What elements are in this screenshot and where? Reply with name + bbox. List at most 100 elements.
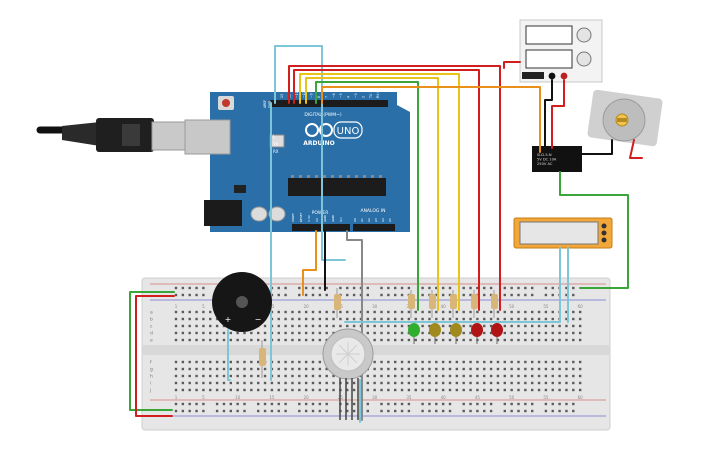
column-number: 30 — [372, 395, 378, 400]
dc-motor — [584, 88, 664, 148]
tx-led-label: TX — [272, 142, 278, 147]
row-letter: d — [150, 331, 153, 337]
digital-pin-label: 4 — [347, 96, 351, 98]
wire-yellow-2 — [305, 77, 439, 311]
analog-pin-label: A4 — [381, 218, 385, 222]
column-number: 60 — [578, 395, 584, 400]
row-letter: e — [150, 339, 153, 344]
column-number: 40 — [441, 304, 447, 309]
resistors — [259, 288, 498, 378]
wire-black-supply — [544, 79, 553, 149]
digital-header — [270, 100, 388, 107]
rx-led-label: RX — [273, 149, 279, 154]
digital-pin-label: 8 — [317, 96, 321, 98]
dc-power-supply — [519, 19, 603, 83]
wire-red-left — [135, 295, 175, 417]
column-number: 5 — [202, 304, 205, 309]
column-number: 20 — [304, 395, 310, 400]
wire-green-relay — [559, 171, 629, 289]
gas-sensor — [322, 328, 374, 420]
digital-label: DIGITAL (PWM~) — [304, 112, 342, 118]
wires — [129, 45, 643, 423]
wire-red-2 — [293, 69, 480, 311]
column-number: 45 — [475, 395, 481, 400]
breadboard-holes — [174, 310, 582, 392]
row-letter: b — [150, 317, 153, 323]
column-number: 1 — [175, 304, 178, 309]
led-green — [408, 323, 420, 344]
aref-label: AREF — [263, 100, 267, 108]
row-letter: h — [150, 374, 153, 380]
resistor-led-5 — [491, 290, 498, 318]
column-number: 30 — [372, 304, 378, 309]
column-number: 50 — [509, 395, 515, 400]
digital-pin-label: ~5 — [339, 93, 343, 98]
analog-header — [353, 224, 395, 231]
digital-pin-label: 13 — [280, 94, 284, 98]
resistor-buzzer — [259, 340, 266, 378]
arduino-brand: ARDUINO — [303, 140, 334, 147]
power-pin-label: 5V — [315, 217, 319, 222]
wire-red-supply — [551, 79, 565, 149]
wire-black-motor — [579, 139, 613, 155]
wire-green-left — [129, 291, 175, 411]
column-number: 5 — [202, 395, 205, 400]
analog-pin-label: A3 — [374, 218, 378, 222]
resistor-led-4 — [471, 290, 478, 318]
led-olive-2 — [450, 323, 462, 344]
analog-pin-label: A2 — [367, 218, 371, 222]
row-letter: i — [150, 381, 151, 387]
resistor-gas — [334, 288, 341, 318]
column-number: 40 — [441, 395, 447, 400]
wire-orange-5v — [302, 230, 317, 296]
column-number: 55 — [543, 395, 549, 400]
column-number: 55 — [543, 304, 549, 309]
led-olive-1 — [429, 323, 441, 344]
reset-button[interactable] — [222, 99, 230, 107]
column-number: 1 — [175, 395, 178, 400]
digital-pin-label: ~9 — [310, 93, 314, 98]
power-pin-label: GND — [331, 214, 335, 222]
power-label: POWER — [312, 210, 329, 216]
column-number: 35 — [406, 395, 412, 400]
power-pin-label: 3.3V — [307, 214, 311, 222]
digital-pin-label: ~3 — [354, 93, 358, 98]
wire-gray-a0 — [346, 230, 363, 421]
arduino-model: UNO — [337, 126, 360, 137]
column-number: 15 — [269, 304, 275, 309]
analog-pin-label: A1 — [360, 218, 364, 222]
arduino-logo-icon — [305, 123, 333, 137]
piezo-buzzer: + − — [212, 272, 272, 332]
analog-pin-label: A5 — [388, 218, 392, 222]
column-number: 50 — [509, 304, 515, 309]
l-led-label: L — [273, 134, 276, 139]
wire-orange-relay — [321, 86, 541, 153]
digital-pin-label: TX 1 — [369, 91, 373, 99]
power-pin-label: RESET — [299, 212, 303, 222]
column-number: 60 — [578, 304, 584, 309]
row-letter: c — [150, 325, 153, 330]
power-pin-label: GND — [323, 214, 327, 222]
digital-pin-label: ~11 — [295, 91, 299, 98]
row-letter: f — [150, 360, 152, 366]
power-pin-label: Vin — [339, 217, 343, 222]
row-letter: j — [149, 388, 151, 394]
breadboard-power-rails — [150, 283, 606, 417]
digital-pin-label: ~10 — [302, 91, 306, 98]
leds — [408, 323, 503, 344]
resistor-led-3 — [450, 290, 457, 318]
wire-red-motor — [629, 139, 643, 159]
wire-green-led — [315, 81, 419, 311]
buzzer-plus: + — [225, 315, 232, 324]
usb-cable — [36, 118, 193, 152]
digital-pin-label: RX 0 — [376, 91, 380, 98]
resistor-led-2 — [429, 290, 436, 318]
digital-pin-label: 7 — [324, 96, 328, 98]
